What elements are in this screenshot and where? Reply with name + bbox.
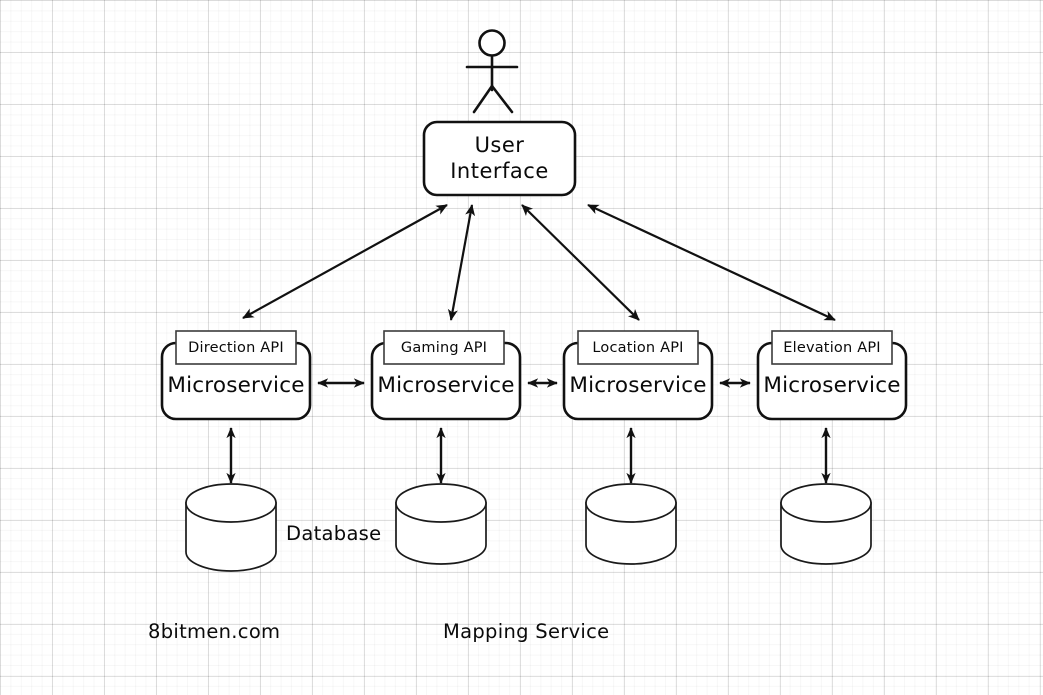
- api-label-box-direction[interactable]: [175, 330, 297, 365]
- user-actor-icon: [465, 29, 519, 114]
- arrow-ui-to-location: [521, 204, 640, 321]
- database-cylinder-2[interactable]: [395, 483, 487, 565]
- actor-head: [478, 29, 506, 57]
- api-label-box-elevation[interactable]: [771, 330, 893, 365]
- database-cylinder-4[interactable]: [780, 483, 872, 565]
- arrow-ui-to-gaming: [447, 204, 476, 321]
- user-interface-node[interactable]: [422, 120, 577, 197]
- database-cylinder-3[interactable]: [585, 483, 677, 565]
- actor-leg-left: [472, 84, 494, 114]
- database-cylinder-1[interactable]: [185, 483, 277, 572]
- api-label-box-gaming[interactable]: [383, 330, 505, 365]
- api-label-box-location[interactable]: [577, 330, 699, 365]
- arrow-ui-to-elevation: [587, 204, 836, 321]
- actor-leg-right: [490, 84, 514, 114]
- arrow-ui-to-direction: [242, 204, 448, 319]
